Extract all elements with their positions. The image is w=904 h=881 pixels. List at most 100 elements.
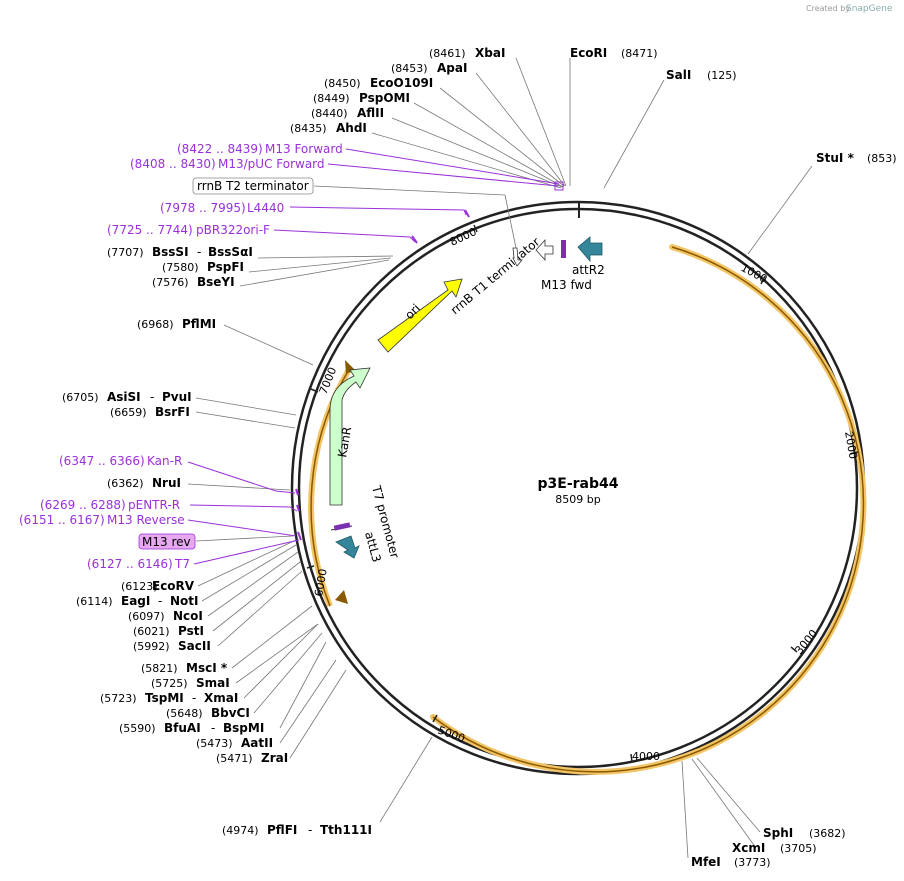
svg-text:-: - (211, 721, 215, 735)
tspmi-position: (5723) (100, 692, 137, 705)
orf-arc-large (432, 246, 865, 773)
ecorv-position: (6123) (121, 580, 158, 593)
sali-label[interactable]: SalI (666, 68, 691, 82)
rrnb-t1-terminator-arrow (535, 238, 554, 262)
ncoi-label[interactable]: NcoI (173, 609, 203, 623)
ecoo109i-label[interactable]: EcoO109I (370, 76, 433, 90)
noti-label[interactable]: NotI (170, 594, 199, 608)
l4440-range: (7978 .. 7995) (160, 201, 246, 215)
sacii-label[interactable]: SacII (178, 639, 211, 653)
scale-ticks (306, 224, 859, 763)
sali-position: (125) (707, 69, 737, 82)
t7-range: (6127 .. 6146) (87, 557, 173, 571)
ecorv-label[interactable]: EcoRV (152, 579, 195, 593)
asisi-label[interactable]: AsiSI (107, 390, 141, 404)
bsssai-label[interactable]: BssSαI (208, 245, 253, 259)
xmai-label[interactable]: XmaI (204, 691, 238, 705)
rrnb-t2-terminator-label[interactable]: rrnB T2 terminator (197, 179, 309, 193)
ecori-position: (8471) (621, 47, 658, 60)
l4440-label[interactable]: L4440 (247, 201, 284, 215)
pentr-r-range: (6269 .. 6288) (40, 498, 126, 512)
bbvci-label[interactable]: BbvCI (211, 706, 250, 720)
t7-label[interactable]: T7 (174, 557, 190, 571)
tth111i-label[interactable]: Tth111I (320, 823, 372, 837)
bseyi-position: (7576) (152, 276, 189, 289)
ori-arrow (377, 278, 463, 353)
tick-label-4000: 4000 (632, 750, 660, 763)
sphi-position: (3682) (809, 827, 846, 840)
svg-text:-: - (158, 594, 162, 608)
pspomi-label[interactable]: PspOMI (359, 91, 410, 105)
msci-position: (5821) (141, 662, 178, 675)
psti-position: (6021) (133, 625, 170, 638)
aatii-label[interactable]: AatII (241, 736, 273, 750)
bfuai-position: (5590) (119, 722, 156, 735)
asisi-position: (6705) (62, 391, 99, 404)
bspmi-label[interactable]: BspMI (223, 721, 264, 735)
nrui-position: (6362) (107, 477, 144, 490)
pbr322ori-f-range: (7725 .. 7744) (107, 223, 193, 237)
xbai-label[interactable]: XbaI (475, 46, 505, 60)
sacii-position: (5992) (133, 640, 170, 653)
m13-fwd-marker (561, 240, 566, 258)
m13-puc-forward-label[interactable]: M13/pUC Forward (218, 157, 325, 171)
zrai-label[interactable]: ZraI (261, 751, 288, 765)
m13-rev-label[interactable]: M13 rev (142, 535, 191, 549)
svg-text:-: - (192, 691, 196, 705)
pspomi-position: (8449) (313, 92, 350, 105)
m13-reverse-label[interactable]: M13 Reverse (107, 513, 185, 527)
attl3-arrow (335, 535, 360, 559)
kan-r-range: (6347 .. 6366) (59, 454, 145, 468)
ecori-label[interactable]: EcoRI (570, 46, 607, 60)
orf-arrowhead-large (335, 590, 348, 604)
bsrfi-label[interactable]: BsrFI (155, 405, 190, 419)
pflfi-position: (4974) (222, 824, 259, 837)
tick-label-8000: 8000 (448, 225, 479, 249)
m13-rev-marker (333, 522, 351, 531)
psti-label[interactable]: PstI (178, 624, 204, 638)
ahdi-label[interactable]: AhdI (336, 121, 367, 135)
eagi-label[interactable]: EagI (121, 594, 150, 608)
stui-label[interactable]: StuI * (816, 151, 855, 165)
ecoo109i-position: (8450) (324, 77, 361, 90)
bfuai-label[interactable]: BfuAI (164, 721, 201, 735)
nrui-label[interactable]: NruI (152, 476, 181, 490)
sphi-label[interactable]: SphI (763, 826, 793, 840)
apai-label[interactable]: ApaI (437, 61, 467, 75)
svg-text:-: - (150, 390, 154, 404)
m13-forward-label[interactable]: M13 Forward (265, 142, 343, 156)
ahdi-position: (8435) (290, 122, 327, 135)
pspfi-position: (7580) (162, 261, 199, 274)
pentr-r-label[interactable]: pENTR-R (128, 498, 180, 512)
rrnb-t1-terminator-label: rrnB T1 terminator (448, 235, 543, 318)
primer-leader-lines (187, 148, 560, 565)
ncoi-position: (6097) (128, 610, 165, 623)
pflmi-label[interactable]: PflMI (182, 317, 216, 331)
tick-label-5000: 5000 (436, 724, 467, 746)
aflii-label[interactable]: AflII (357, 106, 384, 120)
kanr-label: KanR (335, 426, 354, 459)
pflfi-label[interactable]: PflFI (267, 823, 297, 837)
m13-fwd-label: M13 fwd (541, 278, 592, 292)
pspfi-label[interactable]: PspFI (207, 260, 244, 274)
snapgene-logo: SnapGene (846, 4, 893, 14)
primer-markers (295, 181, 564, 541)
smai-label[interactable]: SmaI (196, 676, 230, 690)
m13-puc-forward-range: (8408 .. 8430) (130, 157, 216, 171)
bsrfi-position: (6659) (110, 406, 147, 419)
mfei-label[interactable]: MfeI (691, 855, 721, 869)
plasmid-name: p3E-rab44 (538, 476, 619, 492)
xcmi-label[interactable]: XcmI (732, 841, 765, 855)
bseyi-label[interactable]: BseYI (197, 275, 235, 289)
xcmi-position: (3705) (780, 842, 817, 855)
bsssi-position: (7707) (107, 246, 144, 259)
pbr322ori-f-label[interactable]: pBR322ori-F (196, 223, 270, 237)
msci-label[interactable]: MscI * (186, 661, 228, 675)
tspmi-label[interactable]: TspMI (145, 691, 184, 705)
aatii-position: (5473) (196, 737, 233, 750)
bsssi-label[interactable]: BssSI (152, 245, 189, 259)
pvui-label[interactable]: PvuI (162, 390, 192, 404)
kan-r-label[interactable]: Kan-R (147, 454, 182, 468)
m13-forward-range: (8422 .. 8439) (177, 142, 263, 156)
